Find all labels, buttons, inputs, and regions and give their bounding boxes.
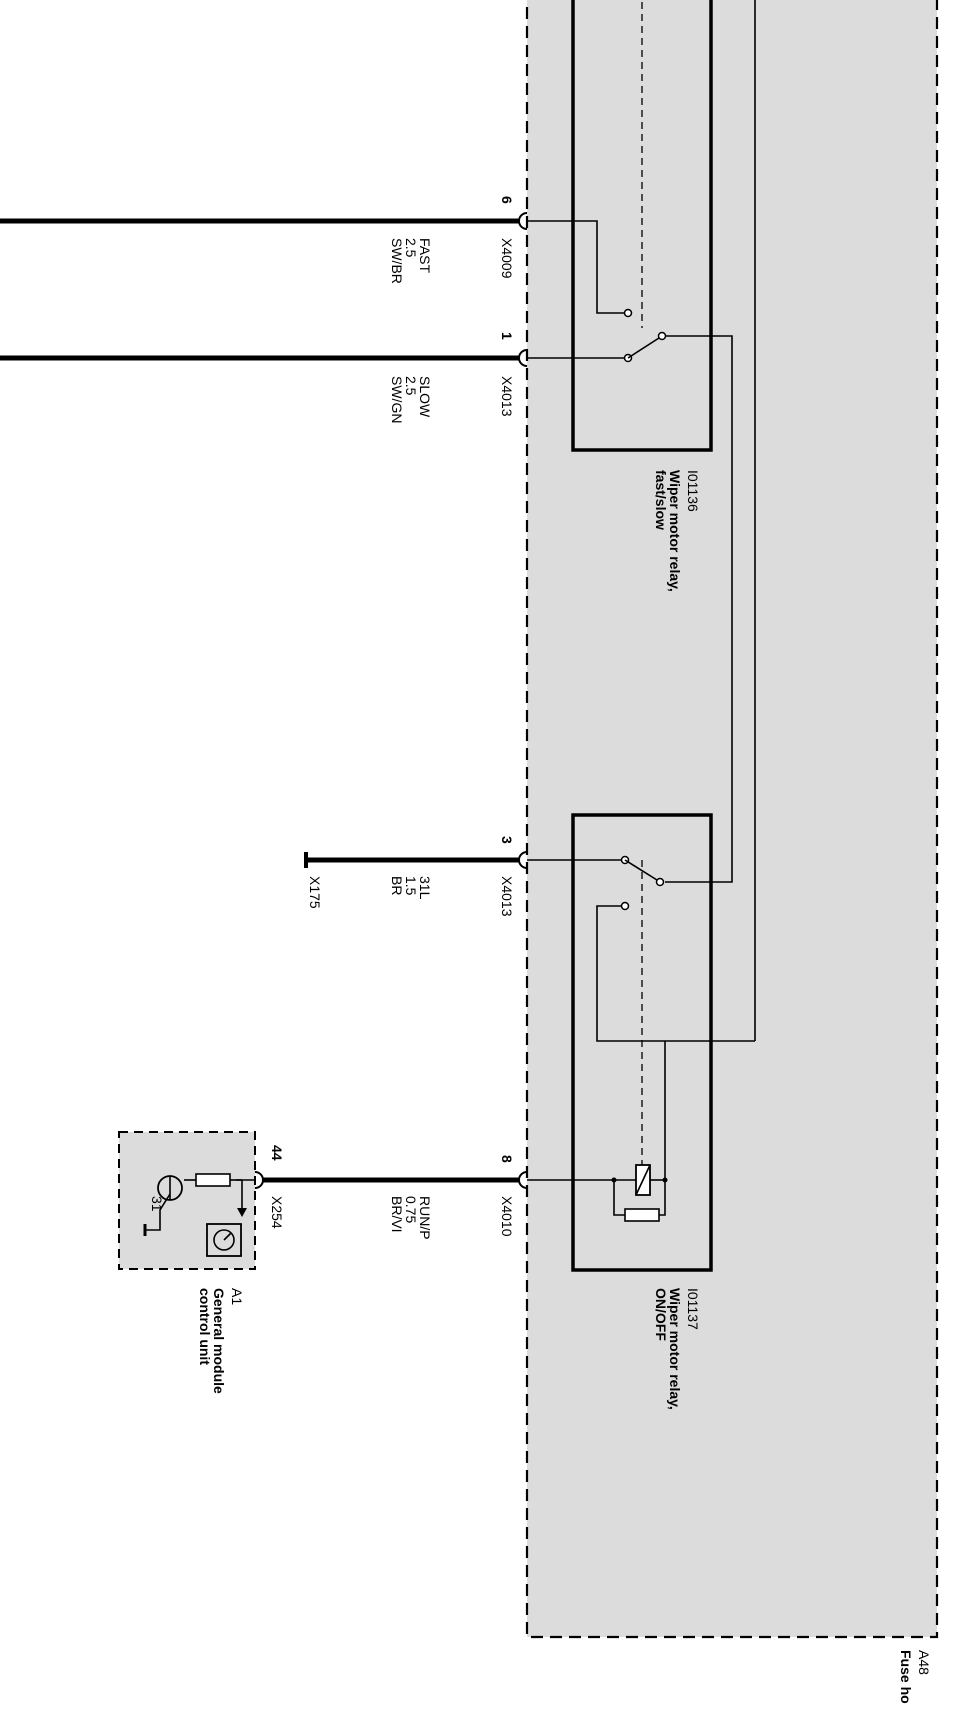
relay-i01137-resistor-return: [659, 1180, 666, 1216]
wire-run-p-color: BR/VI: [389, 1196, 405, 1233]
wire-slow-pin: 1: [499, 332, 515, 340]
wire-31l-size: 1.5: [403, 876, 419, 896]
relay-i01137: I01137 Wiper motor relay, ON/OFF: [527, 813, 755, 1410]
gm-ecu-symbol-needle: [223, 1232, 232, 1241]
wire-31l-connector: X4013: [499, 876, 515, 917]
fuse-holder-id: A48: [916, 1650, 932, 1675]
ground-x175-label: X175: [307, 876, 323, 909]
wire-run-p-connector: X4010: [499, 1196, 515, 1237]
wire-fast-signal: FAST: [417, 238, 433, 273]
relay-i01136-common-lead: [665, 335, 733, 883]
relay-i01136-desc-line1: Wiper motor relay,: [667, 470, 683, 592]
gm-sense-arrow: [237, 1208, 247, 1217]
wire-slow: 1 X4013 SLOW 2.5 SW/GN: [0, 332, 528, 423]
connector-x4010-symbol: [518, 1171, 528, 1189]
connector-x4009-symbol: [518, 212, 528, 230]
relay-i01136-id: I01136: [685, 470, 701, 512]
wire-31l-color: BR: [389, 876, 405, 895]
wire-fast: 6 X4009 FAST 2.5 SW/BR: [0, 196, 528, 284]
general-module-a1: 44 X254 31 A1 General module control uni…: [118, 1131, 285, 1394]
gm-ecu-symbol: [206, 1223, 242, 1257]
wire-slow-signal: SLOW: [417, 376, 433, 418]
relay-i01136-contact-common: [657, 331, 667, 341]
relay-i01137-resistor: [624, 1208, 660, 1222]
gm-resistor: [195, 1173, 231, 1187]
gm-connector: X254: [269, 1196, 285, 1229]
gm-transistor-emitter: [145, 1193, 171, 1231]
relay-i01136-desc-line2: fast/slow: [653, 470, 669, 530]
connector-x4013-symbol-2: [518, 851, 528, 869]
wire-31l-signal: 31L: [417, 876, 433, 900]
gm-pin: 44: [269, 1145, 285, 1161]
relay-i01136: I01136 Wiper motor relay, fast/slow: [527, 0, 733, 883]
relay-i01137-coil-junction-2: [662, 1177, 668, 1183]
connector-x254-symbol: [254, 1171, 264, 1189]
wire-fast-color: SW/BR: [389, 238, 405, 284]
wire-run-p-size: 0.75: [403, 1196, 419, 1223]
connector-x4013-symbol-1: [518, 349, 528, 367]
wire-fast-size: 2.5: [403, 238, 419, 258]
relay-i01137-box: [571, 813, 713, 1272]
relay-i01137-switch-blade: [624, 859, 658, 881]
relay-i01137-coil-diagonal: [635, 1164, 651, 1196]
relay-i01137-contact-common: [655, 877, 665, 887]
gm-name-line1: General module: [211, 1288, 227, 1394]
wire-run-p-signal: RUN/P: [417, 1196, 433, 1240]
relay-i01137-contact-on: [620, 901, 630, 911]
gm-ecu-symbol-dial: [213, 1229, 235, 1251]
relay-i01137-coil-junction: [611, 1177, 617, 1183]
fuse-holder-name: Fuse ho: [898, 1650, 914, 1704]
relay-i01137-desc-line1: Wiper motor relay,: [667, 1288, 683, 1410]
relay-i01137-desc-line2: ON/OFF: [653, 1288, 669, 1341]
wire-fast-connector: X4009: [499, 238, 515, 279]
relay-i01136-box: [571, 0, 713, 452]
relay-i01136-fast-lead: [527, 220, 625, 314]
relay-i01137-id: I01137: [685, 1288, 701, 1330]
relay-i01136-contact-fast: [623, 308, 633, 318]
wire-31l-pin: 3: [499, 836, 515, 844]
wire-31l: 3 X4013 31L 1.5 BR X175: [304, 836, 528, 917]
wire-run-p-pin: 8: [499, 1155, 515, 1163]
gm-ground-pin: 31: [149, 1196, 165, 1212]
gm-id: A1: [229, 1288, 245, 1305]
wire-fast-pin: 6: [499, 196, 515, 204]
general-module-enclosure: [118, 1131, 256, 1270]
relay-i01137-on-lead: [596, 905, 755, 1042]
relay-i01136-switch-blade: [627, 337, 660, 359]
wire-slow-connector: X4013: [499, 376, 515, 417]
gm-name-line2: control unit: [197, 1288, 213, 1365]
wire-run-p: 8 X4010 RUN/P 0.75 BR/VI: [254, 1155, 528, 1240]
wire-slow-color: SW/GN: [389, 376, 405, 423]
wire-slow-size: 2.5: [403, 376, 419, 396]
relay-i01137-resistor-leads: [613, 1180, 625, 1216]
